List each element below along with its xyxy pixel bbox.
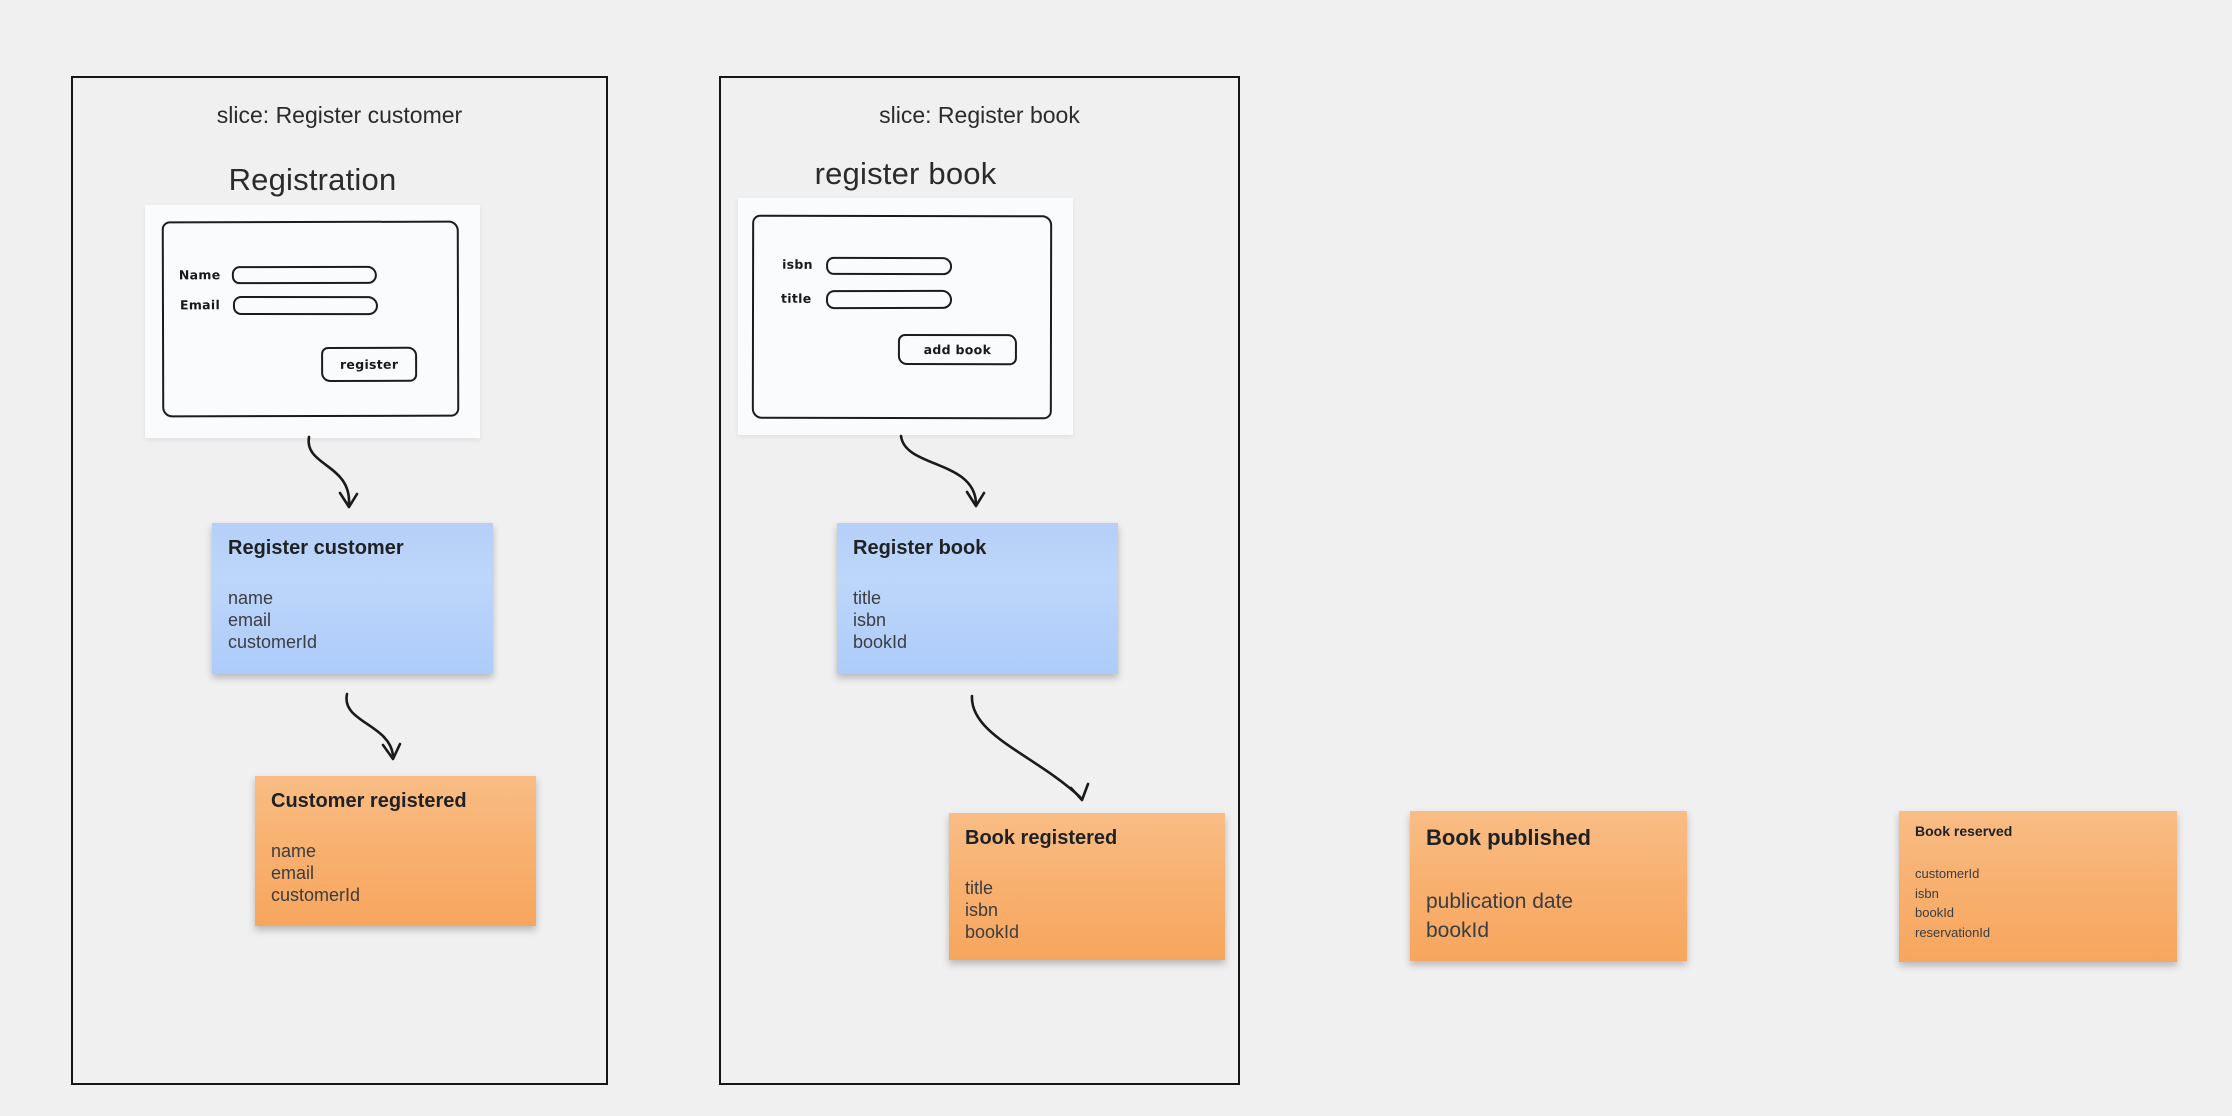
wireframe-window: isbn title add book bbox=[751, 214, 1053, 420]
command-field: isbn bbox=[853, 610, 887, 630]
event-title: Book registered bbox=[965, 827, 1118, 849]
event-title: Customer registered bbox=[271, 790, 467, 812]
name-field-label: Name bbox=[178, 267, 221, 283]
slice-frame-register-book[interactable]: slice: Register book register book isbn … bbox=[719, 76, 1240, 1085]
command-field: name bbox=[228, 588, 274, 608]
event-field: publication date bbox=[1426, 890, 1574, 913]
book-reserved-event-card[interactable]: Book reserved customerId isbn bookId res… bbox=[1899, 811, 2177, 962]
event-fields: publication date bookId bbox=[1426, 887, 1573, 945]
event-field: name bbox=[271, 841, 317, 861]
book-registered-event-card[interactable]: Book registered title isbn bookId bbox=[949, 813, 1225, 960]
add-book-button: add book bbox=[897, 333, 1017, 366]
wireframe-heading: register book bbox=[814, 156, 997, 191]
event-fields: customerId isbn bookId reservationId bbox=[1915, 864, 1990, 942]
event-fields: title isbn bookId bbox=[965, 877, 1019, 943]
command-field: email bbox=[228, 610, 272, 630]
register-book-wireframe[interactable]: isbn title add book bbox=[738, 198, 1073, 435]
command-field: customerId bbox=[228, 632, 318, 652]
command-title: Register customer bbox=[228, 537, 404, 559]
isbn-input bbox=[826, 256, 953, 276]
name-input bbox=[231, 265, 377, 285]
slice-frame-register-customer[interactable]: slice: Register customer Registration Na… bbox=[71, 76, 608, 1085]
customer-registered-event-card[interactable]: Customer registered name email customerI… bbox=[255, 776, 536, 926]
event-field: title bbox=[965, 878, 994, 898]
command-fields: title isbn bookId bbox=[853, 587, 907, 653]
event-field: bookId bbox=[1915, 905, 1955, 920]
registration-wireframe[interactable]: Name Email register bbox=[145, 205, 480, 438]
email-field-label: Email bbox=[179, 297, 221, 313]
title-input bbox=[826, 289, 953, 310]
email-input bbox=[232, 295, 378, 316]
event-field: customerId bbox=[271, 885, 361, 905]
command-field: title bbox=[853, 588, 882, 608]
event-field: bookId bbox=[965, 922, 1020, 942]
slice-title: slice: Register book bbox=[879, 102, 1080, 128]
event-title: Book published bbox=[1426, 825, 1591, 850]
command-field: bookId bbox=[853, 632, 908, 652]
slice-title: slice: Register customer bbox=[216, 102, 463, 128]
title-field-label: title bbox=[781, 290, 812, 306]
event-field: email bbox=[271, 863, 315, 883]
event-field: customerId bbox=[1915, 866, 1980, 881]
register-book-command-card[interactable]: Register book title isbn bookId bbox=[837, 523, 1118, 674]
event-field: isbn bbox=[1915, 885, 1939, 901]
command-title: Register book bbox=[853, 537, 987, 559]
event-fields: name email customerId bbox=[271, 840, 360, 906]
register-button: register bbox=[321, 346, 418, 382]
command-fields: name email customerId bbox=[228, 587, 317, 653]
event-field: reservationId bbox=[1915, 924, 1991, 940]
event-field: isbn bbox=[965, 900, 999, 920]
wireframe-window: Name Email register bbox=[161, 220, 460, 418]
wireframe-heading: Registration bbox=[228, 162, 397, 197]
event-title: Book reserved bbox=[1915, 823, 2013, 839]
event-field: bookId bbox=[1426, 919, 1490, 942]
register-customer-command-card[interactable]: Register customer name email customerId bbox=[212, 523, 493, 674]
isbn-field-label: isbn bbox=[782, 256, 813, 272]
book-published-event-card[interactable]: Book published publication date bookId bbox=[1410, 811, 1687, 961]
